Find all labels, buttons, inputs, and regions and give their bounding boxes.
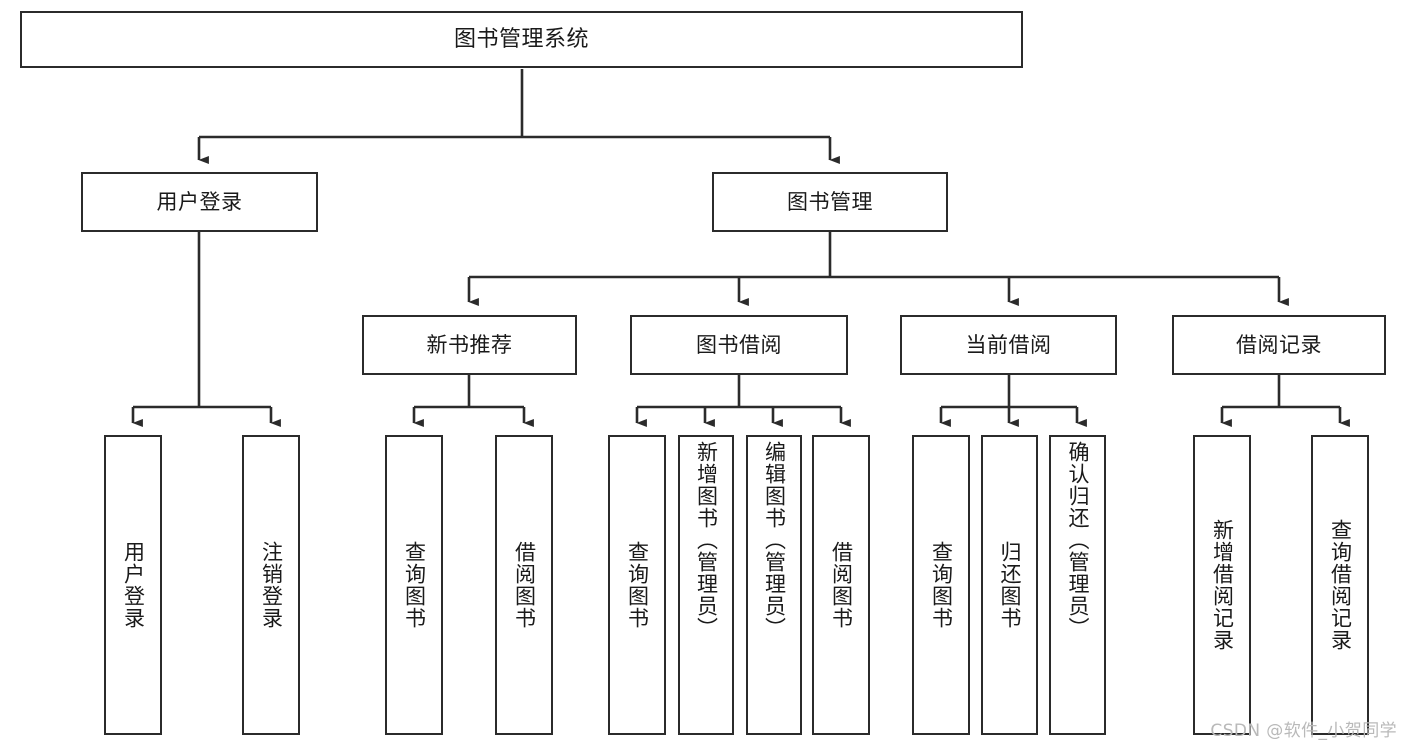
node-label: 借阅图书 xyxy=(829,541,854,629)
node-leaf-query-book-1[interactable]: 查询图书 xyxy=(385,435,443,735)
node-leaf-borrow-book-2[interactable]: 借阅图书 xyxy=(812,435,870,735)
node-label: 图书管理系统 xyxy=(453,26,589,52)
node-label: 用户登录 xyxy=(156,189,243,214)
node-label: 图书借阅 xyxy=(696,332,782,357)
node-leaf-query-borrow-record[interactable]: 查询借阅记录 xyxy=(1311,435,1369,735)
node-new-book-recommend[interactable]: 新书推荐 xyxy=(362,315,577,375)
node-label: 新书推荐 xyxy=(426,332,513,357)
node-book-borrow[interactable]: 图书借阅 xyxy=(630,315,848,375)
node-label: 新增借阅记录 xyxy=(1210,519,1235,651)
node-leaf-user-login[interactable]: 用户登录 xyxy=(104,435,162,735)
node-label: 查询图书 xyxy=(402,541,427,629)
node-leaf-return-book[interactable]: 归还图书 xyxy=(981,435,1038,735)
node-root-system[interactable]: 图书管理系统 xyxy=(20,11,1023,68)
node-label: 归还图书 xyxy=(998,541,1022,629)
node-book-manage[interactable]: 图书管理 xyxy=(712,172,948,232)
node-leaf-add-borrow-record[interactable]: 新增借阅记录 xyxy=(1193,435,1251,735)
node-leaf-query-book-3[interactable]: 查询图书 xyxy=(912,435,970,735)
node-user-login[interactable]: 用户登录 xyxy=(81,172,318,232)
node-label: 查询图书 xyxy=(625,541,650,629)
node-leaf-confirm-return-admin[interactable]: 确认归还（管理员） xyxy=(1049,435,1106,735)
node-label: 借阅记录 xyxy=(1236,332,1322,357)
node-borrow-record[interactable]: 借阅记录 xyxy=(1172,315,1386,375)
node-label: 编辑图书（管理员） xyxy=(762,441,787,639)
node-leaf-query-book-2[interactable]: 查询图书 xyxy=(608,435,666,735)
node-label: 查询借阅记录 xyxy=(1328,519,1353,651)
node-label: 图书管理 xyxy=(787,189,873,214)
csdn-watermark: CSDN @软件_小贺同学 xyxy=(1210,721,1397,741)
node-leaf-edit-book-admin[interactable]: 编辑图书（管理员） xyxy=(746,435,802,735)
node-label: 新增图书（管理员） xyxy=(694,441,719,639)
node-leaf-add-book-admin[interactable]: 新增图书（管理员） xyxy=(678,435,734,735)
node-label: 确认归还（管理员） xyxy=(1066,441,1090,639)
node-leaf-borrow-book-1[interactable]: 借阅图书 xyxy=(495,435,553,735)
node-label: 借阅图书 xyxy=(512,541,537,629)
node-label: 注销登录 xyxy=(259,541,284,629)
node-leaf-logout-login[interactable]: 注销登录 xyxy=(242,435,300,735)
node-current-borrow[interactable]: 当前借阅 xyxy=(900,315,1117,375)
node-label: 查询图书 xyxy=(929,541,954,629)
node-label: 用户登录 xyxy=(121,541,146,629)
node-label: 当前借阅 xyxy=(965,332,1052,357)
